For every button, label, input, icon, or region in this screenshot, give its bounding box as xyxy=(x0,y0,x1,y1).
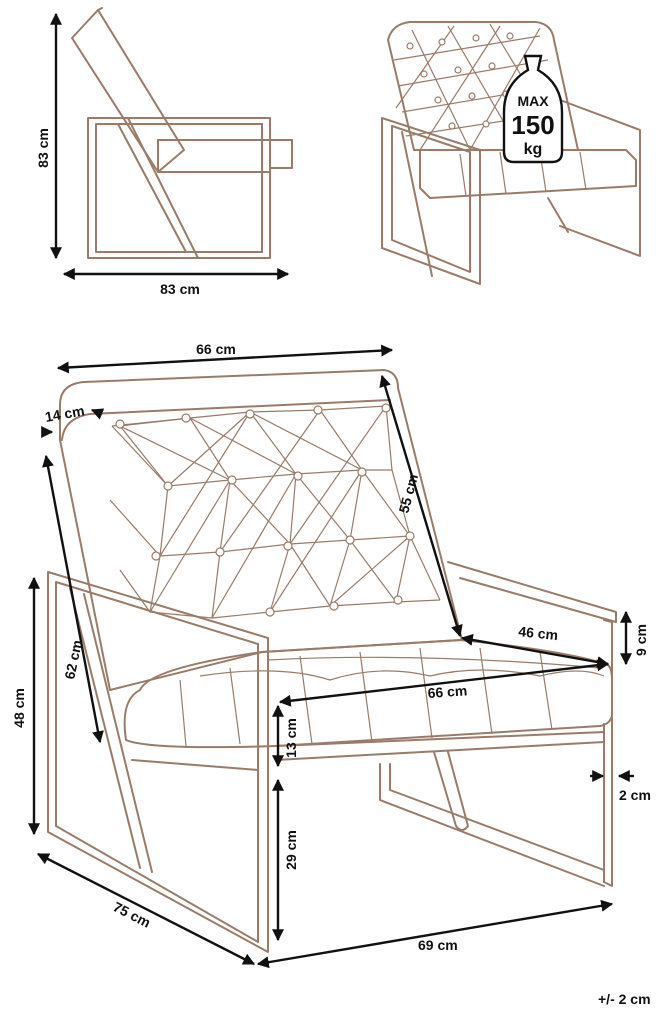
cushion-height-label: 13 cm xyxy=(283,718,299,758)
arm-height-label: 48 cm xyxy=(11,688,27,728)
max-load-badge: MAX 150 kg xyxy=(502,54,564,164)
badge-weight-text: 150 xyxy=(511,110,554,140)
badge-max-text: MAX xyxy=(517,93,549,109)
back-tufts xyxy=(115,403,415,617)
seat-width-dimension: 66 cm xyxy=(278,659,610,707)
back-quilting xyxy=(109,405,441,619)
seat-height-dimension: 29 cm xyxy=(272,778,299,942)
depth-label: 75 cm xyxy=(111,898,154,930)
back-width-dimension: 66 cm xyxy=(56,341,394,374)
side-depth-dimension: 83 cm xyxy=(62,268,290,297)
width-label: 69 cm xyxy=(418,937,458,953)
arm-thickness-label: 9 cm xyxy=(633,624,649,656)
frame-width-label: 2 cm xyxy=(619,787,651,803)
side-view xyxy=(71,7,293,259)
tolerance-note: +/- 2 cm xyxy=(598,991,651,1007)
back-thickness-label: 14 cm xyxy=(44,402,86,425)
seat-quilting xyxy=(179,647,605,747)
cushion-height-dimension: 13 cm xyxy=(272,704,299,768)
back-width-label: 66 cm xyxy=(196,341,236,357)
badge-unit-text: kg xyxy=(524,141,543,158)
side-height-dimension: 83 cm xyxy=(35,12,62,260)
arm-thickness-dimension: 9 cm xyxy=(620,610,649,666)
back-height-dimension: 55 cm xyxy=(379,374,463,638)
side-depth-label: 83 cm xyxy=(160,281,200,297)
seat-height-label: 29 cm xyxy=(283,830,299,870)
perspective-thumbnail xyxy=(381,21,641,285)
seat-width-label: 66 cm xyxy=(427,682,468,701)
width-dimension: 69 cm xyxy=(256,899,614,969)
frame-width-dimension: 2 cm xyxy=(590,770,651,803)
thumbnail-tufts xyxy=(406,32,514,130)
back-total-label: 62 cm xyxy=(61,638,85,680)
arm-height-dimension: 48 cm xyxy=(11,576,40,836)
seat-depth-label: 46 cm xyxy=(518,623,559,643)
back-thickness-dimension: 14 cm xyxy=(41,402,105,438)
main-armchair xyxy=(47,369,617,953)
side-height-label: 83 cm xyxy=(35,128,51,168)
depth-dimension: 75 cm xyxy=(36,852,256,966)
